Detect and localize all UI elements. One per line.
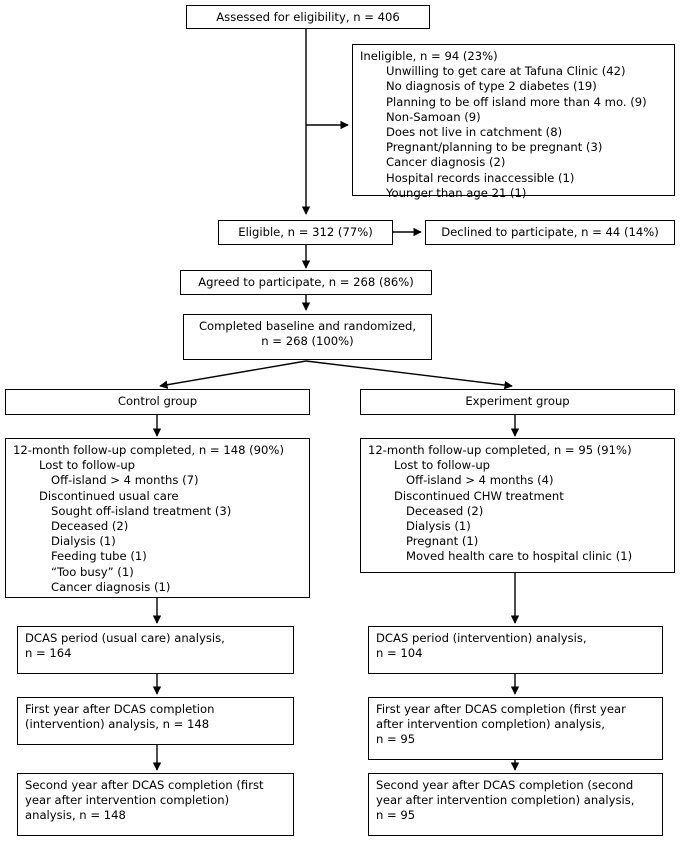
text-line: Eligible, n = 312 (77%) bbox=[238, 225, 373, 239]
text-line: Sought off-island treatment (3) bbox=[51, 503, 232, 518]
text-line: Experiment group bbox=[465, 394, 570, 408]
text-line: Cancer diagnosis (1) bbox=[51, 579, 171, 594]
node-control-year1: First year after DCAS completion(interve… bbox=[17, 697, 294, 745]
text-line: Does not live in catchment (8) bbox=[386, 125, 563, 140]
node-randomized-text: Completed baseline and randomized,n = 26… bbox=[184, 315, 431, 353]
node-experiment-year2: Second year after DCAS completion (secon… bbox=[368, 773, 663, 836]
node-agreed-text: Agreed to participate, n = 268 (86%) bbox=[181, 271, 431, 294]
text-line: n = 268 (100%) bbox=[261, 334, 354, 349]
text-line: Younger than age 21 (1) bbox=[386, 185, 527, 200]
node-declined-text: Declined to participate, n = 44 (14%) bbox=[426, 221, 674, 244]
text-line: Discontinued CHW treatment bbox=[394, 488, 564, 503]
text-line: Hospital records inaccessible (1) bbox=[386, 170, 575, 185]
text-line: n = 104 bbox=[376, 646, 423, 661]
text-line: 12-month follow-up completed, n = 95 (91… bbox=[368, 443, 632, 457]
node-control-followup-text: 12-month follow-up completed, n = 148 (9… bbox=[6, 439, 309, 599]
text-line: Deceased (2) bbox=[51, 519, 129, 534]
text-line: Off-island > 4 months (7) bbox=[51, 473, 199, 488]
node-randomized: Completed baseline and randomized,n = 26… bbox=[183, 314, 432, 360]
node-declined: Declined to participate, n = 44 (14%) bbox=[425, 220, 675, 245]
text-line: Assessed for eligibility, n = 406 bbox=[216, 10, 400, 24]
node-experiment-followup-text: 12-month follow-up completed, n = 95 (91… bbox=[361, 439, 674, 569]
text-line: Discontinued usual care bbox=[39, 488, 179, 503]
text-line: Unwilling to get care at Tafuna Clinic (… bbox=[386, 64, 626, 79]
text-line: Ineligible, n = 94 (23%) bbox=[360, 49, 498, 63]
node-control-group-text: Control group bbox=[6, 390, 309, 413]
text-line: Planning to be off island more than 4 mo… bbox=[386, 94, 647, 109]
text-line: Lost to follow-up bbox=[394, 458, 491, 473]
node-assessed: Assessed for eligibility, n = 406 bbox=[186, 5, 430, 29]
node-experiment-followup: 12-month follow-up completed, n = 95 (91… bbox=[360, 438, 675, 573]
text-line: No diagnosis of type 2 diabetes (19) bbox=[386, 79, 597, 94]
text-line: Cancer diagnosis (2) bbox=[386, 155, 506, 170]
node-eligible: Eligible, n = 312 (77%) bbox=[218, 220, 393, 245]
node-eligible-text: Eligible, n = 312 (77%) bbox=[219, 221, 392, 244]
text-line: n = 164 bbox=[25, 646, 72, 661]
node-control-group: Control group bbox=[5, 389, 310, 415]
text-line: Agreed to participate, n = 268 (86%) bbox=[198, 275, 414, 289]
text-line: Declined to participate, n = 44 (14%) bbox=[441, 225, 659, 239]
node-experiment-group: Experiment group bbox=[360, 389, 675, 415]
text-line: Moved health care to hospital clinic (1) bbox=[406, 549, 633, 564]
text-line: Feeding tube (1) bbox=[51, 549, 147, 564]
node-experiment-dcas: DCAS period (intervention) analysis,n = … bbox=[368, 626, 663, 674]
node-control-dcas: DCAS period (usual care) analysis,n = 16… bbox=[17, 626, 294, 674]
text-line: Pregnant/planning to be pregnant (3) bbox=[386, 140, 603, 155]
node-control-dcas-text: DCAS period (usual care) analysis,n = 16… bbox=[18, 627, 293, 665]
text-line: 12-month follow-up completed, n = 148 (9… bbox=[13, 443, 284, 457]
connector-randomized-to-control bbox=[159, 360, 307, 389]
text-line: n = 95 bbox=[376, 808, 416, 823]
node-experiment-group-text: Experiment group bbox=[361, 390, 674, 413]
text-line: Second year after DCAS completion (first bbox=[25, 778, 264, 792]
node-experiment-year1: First year after DCAS completion (first … bbox=[368, 697, 663, 760]
text-line: Dialysis (1) bbox=[51, 534, 116, 549]
text-line: Non-Samoan (9) bbox=[386, 109, 481, 124]
node-experiment-dcas-text: DCAS period (intervention) analysis,n = … bbox=[369, 627, 662, 665]
text-line: Dialysis (1) bbox=[406, 519, 471, 534]
text-line: “Too busy” (1) bbox=[51, 564, 134, 579]
node-experiment-year1-text: First year after DCAS completion (first … bbox=[369, 698, 662, 752]
node-control-year1-text: First year after DCAS completion(interve… bbox=[18, 698, 293, 736]
node-ineligible: Ineligible, n = 94 (23%)Unwilling to get… bbox=[352, 44, 675, 200]
text-line: analysis, n = 148 bbox=[25, 808, 126, 823]
node-control-year2-text: Second year after DCAS completion (first… bbox=[18, 774, 293, 828]
text-line: First year after DCAS completion bbox=[25, 702, 215, 716]
text-line: (intervention) analysis, n = 148 bbox=[25, 717, 210, 732]
node-ineligible-text: Ineligible, n = 94 (23%)Unwilling to get… bbox=[353, 45, 674, 205]
node-experiment-year2-text: Second year after DCAS completion (secon… bbox=[369, 774, 662, 828]
text-line: n = 95 bbox=[376, 732, 416, 747]
text-line: after intervention completion) analysis, bbox=[376, 717, 605, 732]
text-line: DCAS period (usual care) analysis, bbox=[25, 631, 225, 645]
text-line: Completed baseline and randomized, bbox=[198, 319, 417, 333]
text-line: Lost to follow-up bbox=[39, 458, 136, 473]
connector-randomized-to-experiment bbox=[305, 360, 513, 390]
text-line: year after intervention completion) bbox=[25, 793, 230, 808]
text-line: Pregnant (1) bbox=[406, 534, 479, 549]
node-agreed: Agreed to participate, n = 268 (86%) bbox=[180, 270, 432, 295]
text-line: Deceased (2) bbox=[406, 503, 484, 518]
text-line: Off-island > 4 months (4) bbox=[406, 473, 554, 488]
text-line: DCAS period (intervention) analysis, bbox=[376, 631, 587, 645]
text-line: Control group bbox=[117, 394, 198, 408]
text-line: year after intervention completion) anal… bbox=[376, 793, 635, 808]
node-control-year2: Second year after DCAS completion (first… bbox=[17, 773, 294, 836]
node-assessed-text: Assessed for eligibility, n = 406 bbox=[187, 6, 429, 29]
node-control-followup: 12-month follow-up completed, n = 148 (9… bbox=[5, 438, 310, 598]
text-line: Second year after DCAS completion (secon… bbox=[376, 778, 634, 792]
text-line: First year after DCAS completion (first … bbox=[376, 702, 626, 716]
